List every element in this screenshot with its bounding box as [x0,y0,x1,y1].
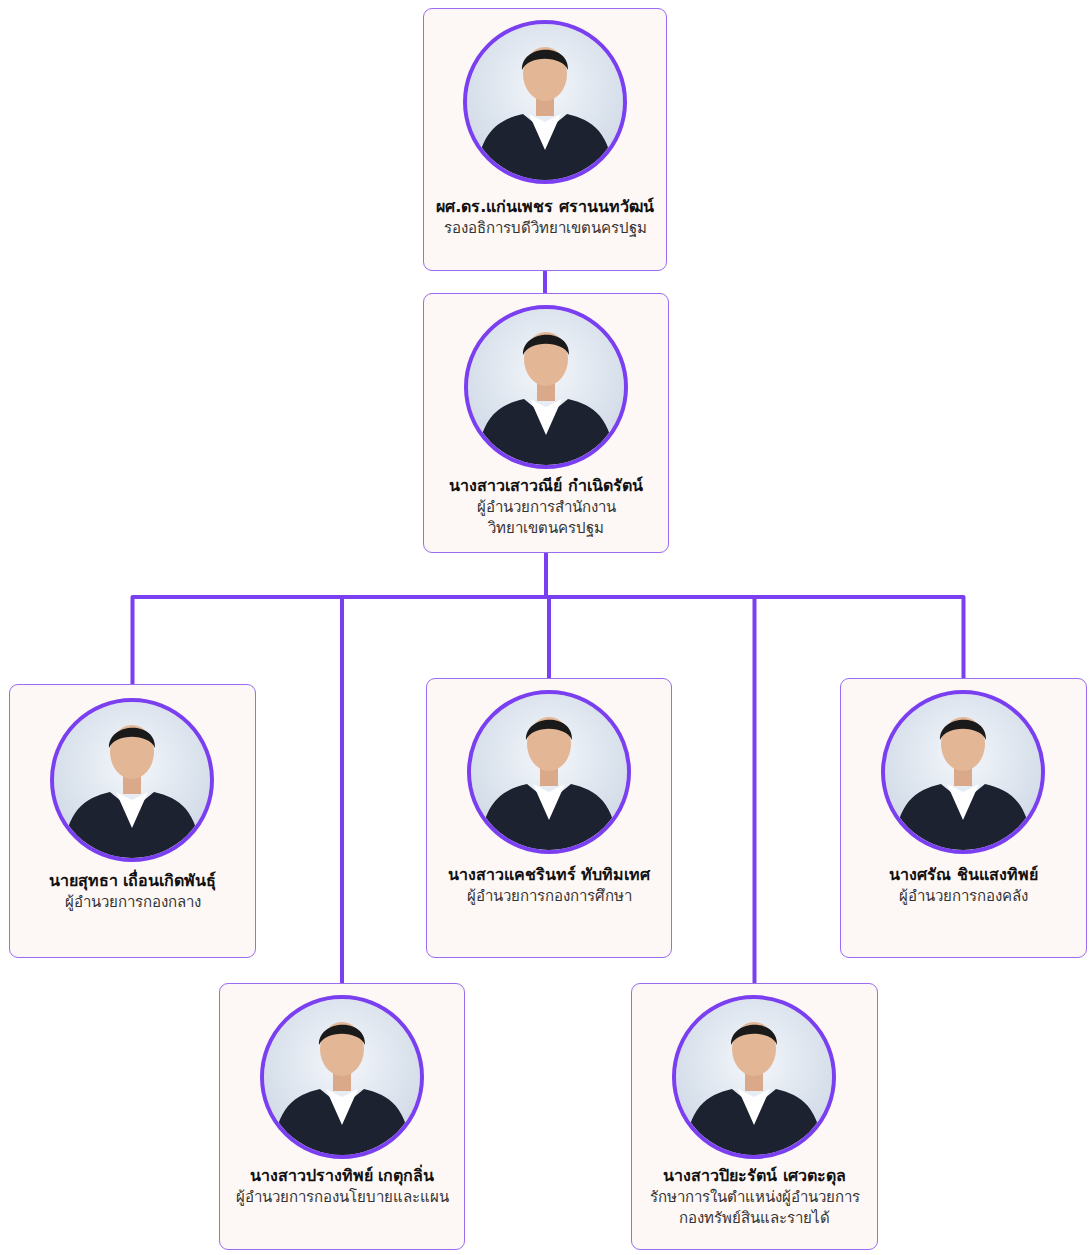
card-text: นางสาวปิยะรัตน์ เศวตะดุลรักษาการในตำแหน่… [632,1164,877,1229]
portrait-photo [469,692,629,852]
position-title: รักษาการในตำแหน่งผู้อำนวยการ กองทรัพย์สิ… [637,1187,873,1229]
person-card: นางสาวปิยะรัตน์ เศวตะดุลรักษาการในตำแหน่… [631,983,878,1250]
person-name: นางสาวปรางทิพย์ เกตุกลิ่น [220,1164,464,1187]
person-card: นางสาวเสาวณีย์ กำเนิดรัตน์ผู้อำนวยการสำน… [423,293,669,553]
portrait-photo [466,307,626,467]
card-text: นางศรัณ ชินแสงทิพย์ผู้อำนวยการกองคลัง [841,863,1086,907]
person-name: นางสาวปิยะรัตน์ เศวตะดุล [632,1164,877,1187]
position-title: รองอธิการบดีวิทยาเขตนครปฐม [424,218,666,239]
org-connector [543,271,547,293]
person-name: นางศรัณ ชินแสงทิพย์ [841,863,1086,886]
position-title: ผู้อำนวยการกองกลาง [10,892,255,913]
person-card: นายสุทธา เถื่อนเกิดพันธุ์ผู้อำนวยการกองก… [9,684,256,958]
org-connector [133,553,547,684]
portrait-photo [465,22,625,182]
portrait-photo [674,997,834,1157]
person-name: นางสาวแคชรินทร์ ทับทิมเทศ [427,863,671,886]
portrait-photo [262,997,422,1157]
portrait-photo [52,700,212,860]
person-card: นางศรัณ ชินแสงทิพย์ผู้อำนวยการกองคลัง [840,678,1087,958]
card-text: นายสุทธา เถื่อนเกิดพันธุ์ผู้อำนวยการกองก… [10,869,255,913]
position-title: ผู้อำนวยการกองคลัง [841,886,1086,907]
card-text: นางสาวแคชรินทร์ ทับทิมเทศผู้อำนวยการกองก… [427,863,671,907]
person-name: นางสาวเสาวณีย์ กำเนิดรัตน์ [424,474,668,497]
card-text: นางสาวปรางทิพย์ เกตุกลิ่นผู้อำนวยการกองน… [220,1164,464,1208]
portrait-photo [883,692,1043,852]
person-name: ผศ.ดร.แก่นเพชร ศรานนทวัฒน์ [424,195,666,218]
person-card: ผศ.ดร.แก่นเพชร ศรานนทวัฒน์รองอธิการบดีวิ… [423,8,667,271]
card-text: ผศ.ดร.แก่นเพชร ศรานนทวัฒน์รองอธิการบดีวิ… [424,195,666,239]
person-card: นางสาวปรางทิพย์ เกตุกลิ่นผู้อำนวยการกองน… [219,983,465,1250]
position-title: ผู้อำนวยการกองการศึกษา [427,886,671,907]
card-text: นางสาวเสาวณีย์ กำเนิดรัตน์ผู้อำนวยการสำน… [424,474,668,539]
position-title: ผู้อำนวยการกองนโยบายและแผน [220,1187,464,1208]
position-title: ผู้อำนวยการสำนักงาน วิทยาเขตนครปฐม [451,497,641,539]
person-card: นางสาวแคชรินทร์ ทับทิมเทศผู้อำนวยการกองก… [426,678,672,958]
person-name: นายสุทธา เถื่อนเกิดพันธุ์ [10,869,255,892]
